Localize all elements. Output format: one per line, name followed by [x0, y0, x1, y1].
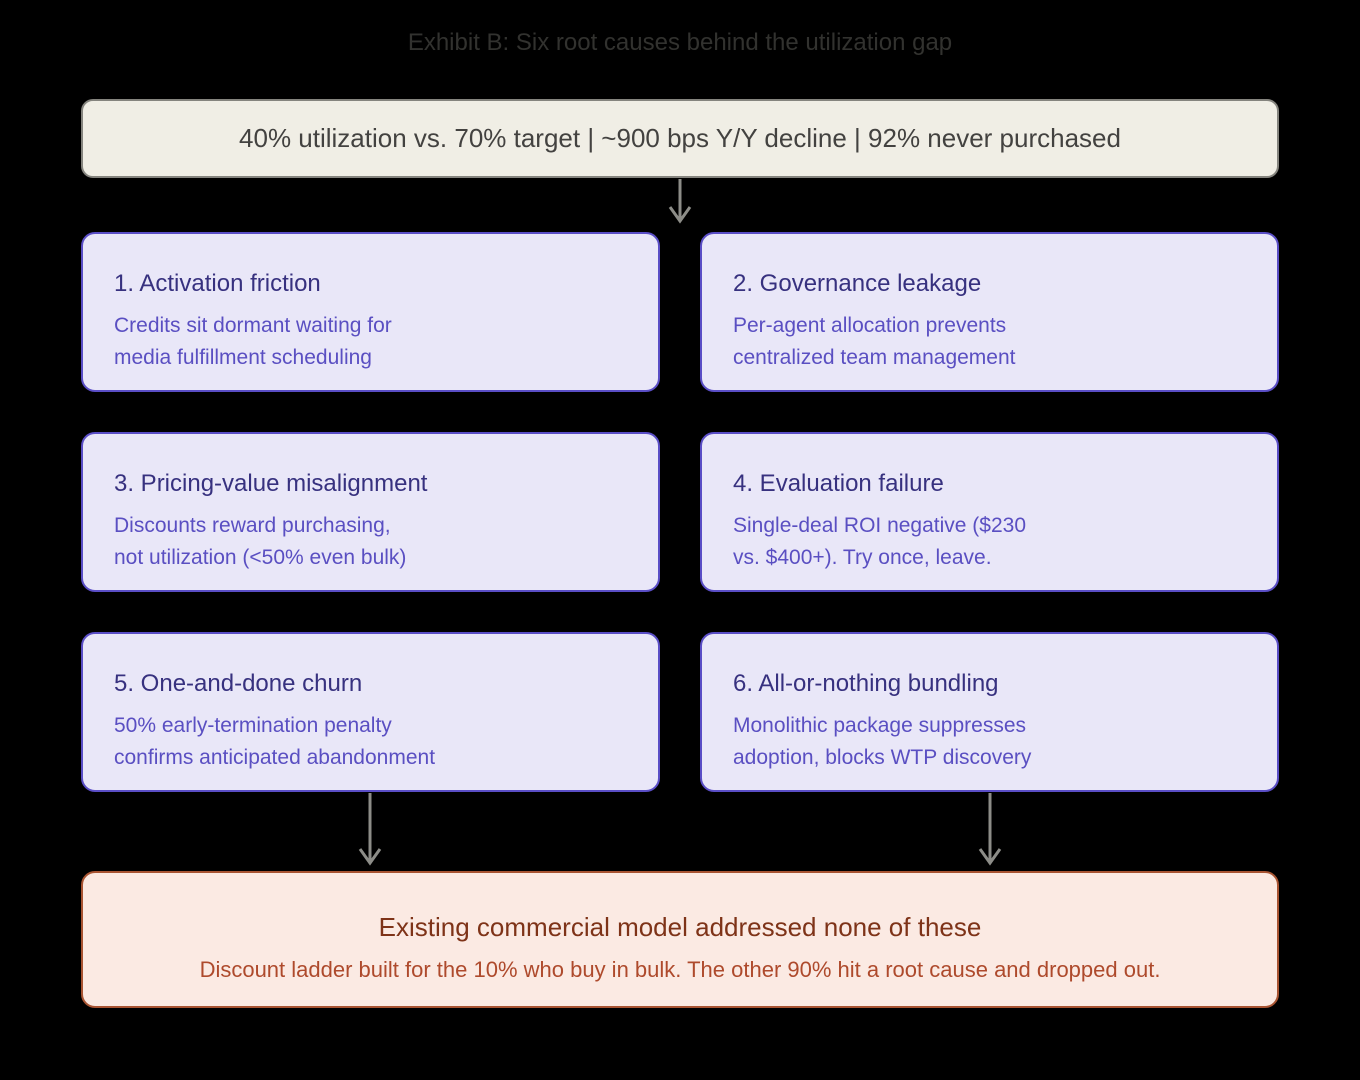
cause-card-activation-friction: 1. Activation friction Credits sit dorma… — [81, 232, 660, 392]
cause-title: 6. All-or-nothing bundling — [733, 670, 999, 697]
arrow-down-icon — [358, 793, 382, 866]
cause-title: 2. Governance leakage — [733, 270, 982, 297]
exhibit-title: Exhibit B: Six root causes behind the ut… — [407, 29, 953, 56]
cause-title: 4. Evaluation failure — [733, 470, 944, 497]
cause-body: Single-deal ROI negative ($230 vs. $400+… — [733, 514, 1027, 569]
cause-body: Monolithic package suppresses adoption, … — [733, 714, 1032, 769]
cause-title: 1. Activation friction — [114, 270, 321, 297]
arrow-down-icon — [978, 793, 1002, 866]
cause-card-one-and-done-churn: 5. One-and-done churn 50% early-terminat… — [81, 632, 660, 792]
cause-body: 50% early-termination penalty confirms a… — [114, 714, 436, 769]
metrics-banner-text: 40% utilization vs. 70% target | ~900 bp… — [239, 123, 1121, 153]
metrics-banner: 40% utilization vs. 70% target | ~900 bp… — [81, 99, 1279, 178]
cause-title: 5. One-and-done churn — [114, 670, 363, 697]
cause-card-all-or-nothing-bundling: 6. All-or-nothing bundling Monolithic pa… — [700, 632, 1279, 792]
conclusion-subtitle: Discount ladder built for the 10% who bu… — [199, 957, 1161, 982]
cause-card-governance-leakage: 2. Governance leakage Per-agent allocati… — [700, 232, 1279, 392]
cause-card-pricing-value-misalignment: 3. Pricing-value misalignment Discounts … — [81, 432, 660, 592]
cause-card-evaluation-failure: 4. Evaluation failure Single-deal ROI ne… — [700, 432, 1279, 592]
cause-body: Credits sit dormant waiting for media fu… — [114, 314, 392, 369]
cause-body: Per-agent allocation prevents centralize… — [733, 314, 1016, 369]
conclusion-title: Existing commercial model addressed none… — [378, 912, 982, 942]
cause-title: 3. Pricing-value misalignment — [114, 470, 428, 497]
arrow-down-icon — [668, 179, 692, 224]
cause-body: Discounts reward purchasing, not utiliza… — [114, 514, 407, 569]
conclusion-banner: Existing commercial model addressed none… — [81, 871, 1279, 1008]
